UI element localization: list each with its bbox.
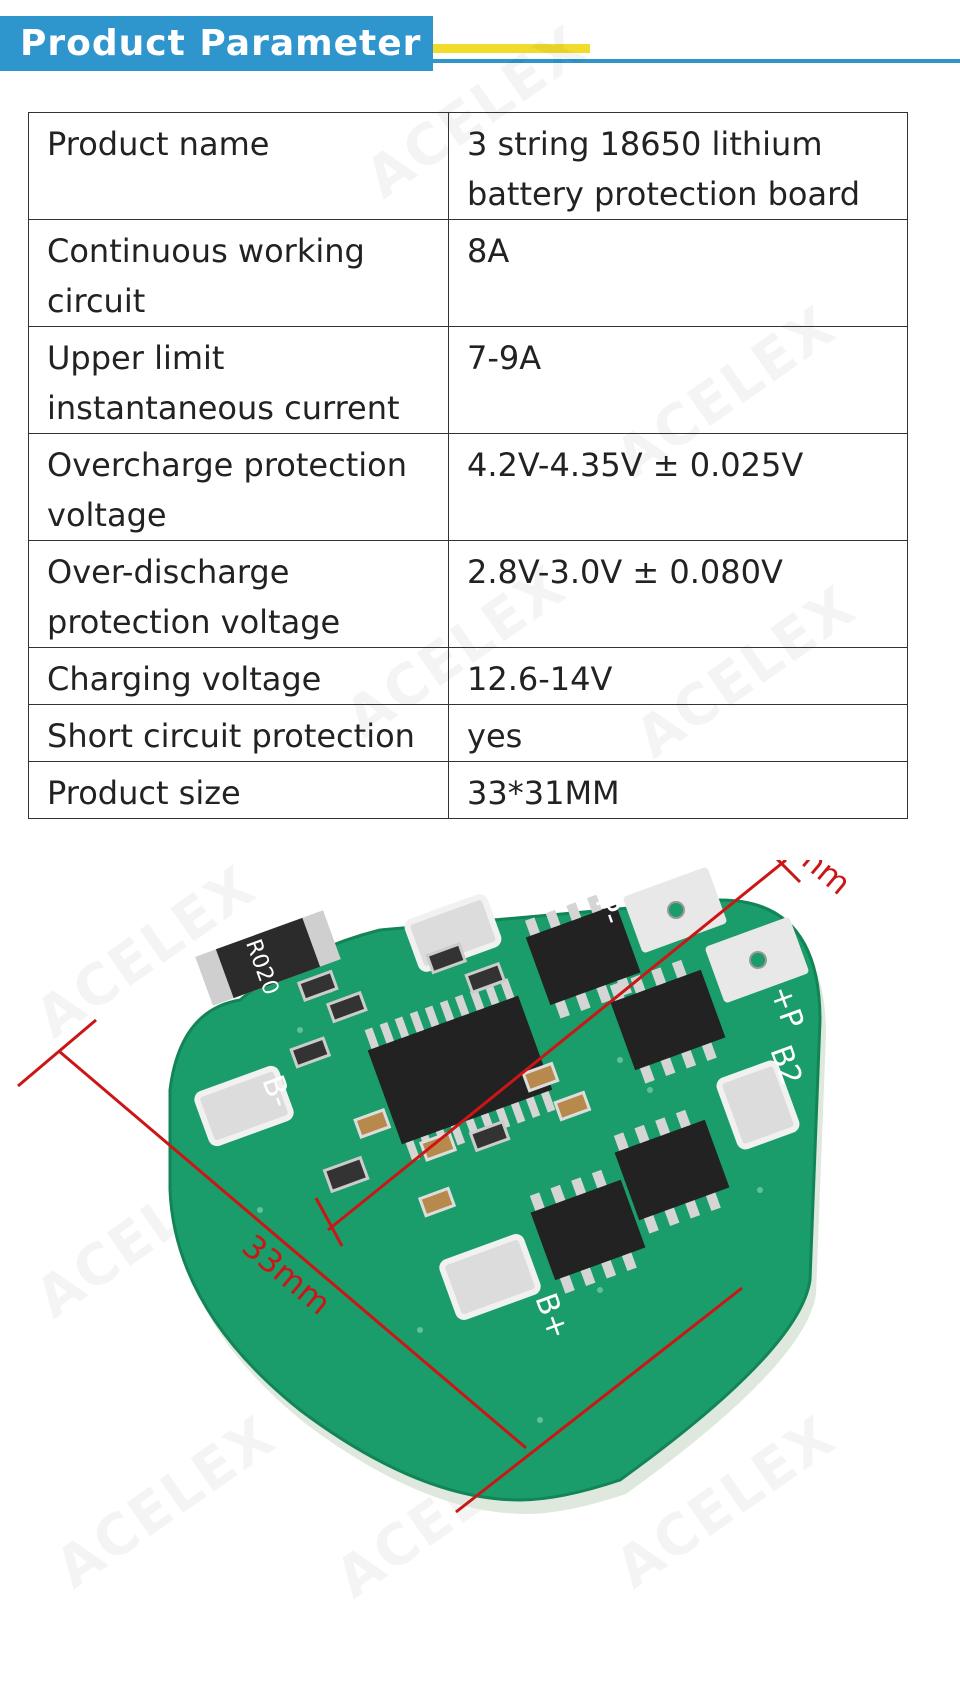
pad-b-plus (439, 1234, 541, 1320)
table-row: Short circuit protection yes (28, 704, 908, 762)
dimension-extension (775, 860, 802, 884)
table-row: Continuous working circuit 8A (28, 219, 908, 327)
mosfet-q3 (613, 1109, 730, 1234)
pad-b2 (716, 1060, 800, 1150)
pcb-illustration: B1 P- +P B2 B- B+ R020 31mm 33mm (17, 860, 858, 1514)
pad-p-plus-hole (749, 951, 767, 969)
param-value: 33*31MM (448, 761, 908, 819)
table-row: Product size 33*31MM (28, 761, 908, 819)
param-key: Continuous working circuit (28, 219, 449, 327)
parameter-table: Product name 3 string 18650 lithium batt… (28, 112, 908, 819)
silk-b1: B1 (501, 871, 550, 917)
table-row: Over-discharge protection voltage 2.8V-3… (28, 540, 908, 648)
param-value: 12.6-14V (448, 647, 908, 705)
table-row: Charging voltage 12.6-14V (28, 647, 908, 705)
mosfet-q2 (609, 959, 726, 1084)
param-value: 8A (448, 219, 908, 327)
param-key: Product size (28, 761, 449, 819)
page-title: Product Parameter (20, 23, 422, 64)
param-key: Product name (28, 112, 449, 220)
param-key: Over-discharge protection voltage (28, 540, 449, 648)
header-accent-yellow (433, 44, 590, 53)
smd-components (289, 942, 592, 1218)
mosfet-q4 (529, 1169, 646, 1294)
param-value: yes (448, 704, 908, 762)
pad-p-minus-hole (667, 901, 685, 919)
mosfet-q1 (524, 894, 641, 1019)
dimension-label-width: 31mm (755, 860, 858, 902)
param-key: Overcharge protection voltage (28, 433, 449, 541)
header-accent-blue (433, 59, 960, 63)
param-value: 3 string 18650 lithium battery protectio… (448, 112, 908, 220)
pad-b-minus (194, 1065, 294, 1147)
header-bar (0, 16, 433, 71)
param-value: 4.2V-4.35V ± 0.025V (448, 433, 908, 541)
dimension-line-length (59, 1050, 527, 1450)
table-row: Overcharge protection voltage 4.2V-4.35V… (28, 433, 908, 541)
table-row: Product name 3 string 18650 lithium batt… (28, 112, 908, 220)
param-key: Charging voltage (28, 647, 449, 705)
dimension-line-width (327, 860, 787, 1232)
dimension-extension (314, 1197, 344, 1247)
param-key: Short circuit protection (28, 704, 449, 762)
param-value: 7-9A (448, 326, 908, 434)
param-value: 2.8V-3.0V ± 0.080V (448, 540, 908, 648)
param-key: Upper limit instantaneous current (28, 326, 449, 434)
resistor-r020 (195, 910, 341, 1006)
dimension-extension (455, 1286, 743, 1514)
dimension-extension (17, 1018, 97, 1088)
table-row: Upper limit instantaneous current 7-9A (28, 326, 908, 434)
